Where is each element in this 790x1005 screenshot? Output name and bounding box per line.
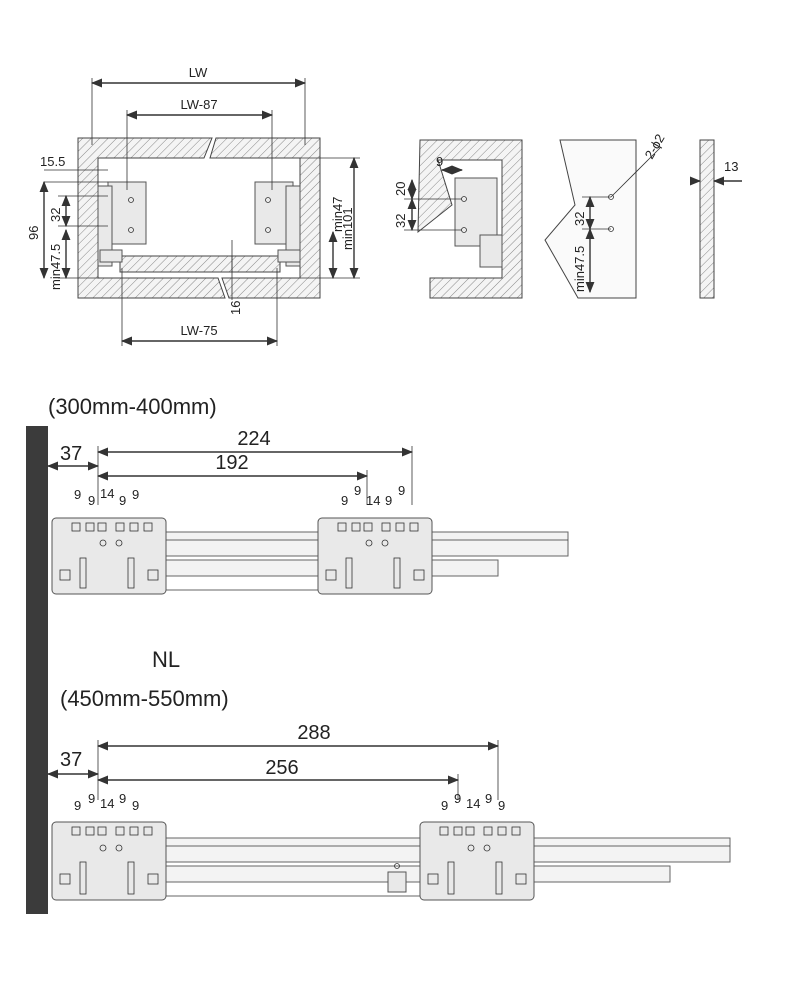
- a-rear-sp-4: 9: [398, 483, 405, 498]
- rear-dim-2phi2: 2-ϕ2: [642, 131, 668, 161]
- side-dim-20: 20: [393, 182, 408, 196]
- runner-right: [285, 185, 301, 267]
- a-rear-sp-1: 9: [354, 483, 361, 498]
- cabinet-right-wall: [209, 137, 321, 299]
- dim-min47: min47: [330, 197, 345, 232]
- b-rear-sp-0: 9: [441, 798, 448, 813]
- b-front-sp-2: 14: [100, 796, 114, 811]
- side-cabinet: [417, 139, 523, 299]
- b-dim-288: 288: [297, 722, 330, 744]
- drawer-side-left: [107, 181, 147, 245]
- a-dim-224: 224: [237, 428, 270, 450]
- b-rear-sp-4: 9: [498, 798, 505, 813]
- b-rear-bracket: [419, 821, 535, 901]
- b-front-spacings: 9 9 14 9 9: [74, 791, 139, 813]
- side-view: 9 20 32: [393, 139, 523, 299]
- b-dim-37: 37: [60, 749, 82, 771]
- drawer-bottom: [119, 255, 281, 273]
- dim-96: 96: [26, 226, 41, 240]
- dim-lw-75: LW-75: [180, 323, 217, 338]
- section-b-range: (450mm-550mm): [60, 686, 229, 711]
- dim-lw-87: LW-87: [180, 97, 217, 112]
- side-dim-32: 32: [393, 214, 408, 228]
- section-b-nl: NL: [152, 647, 180, 672]
- b-stop-clip: [387, 871, 407, 893]
- rear-dim-min47-5: min47.5: [572, 246, 587, 292]
- a-rear-bracket: [317, 517, 433, 595]
- a-front-sp-3: 9: [119, 493, 126, 508]
- side-panel: [699, 139, 715, 299]
- b-front-sp-3: 9: [119, 791, 126, 806]
- a-front-sp-0: 9: [74, 487, 81, 502]
- side-dim-9: 9: [436, 154, 443, 169]
- a-rear-sp-0: 9: [341, 493, 348, 508]
- dim-16: 16: [228, 301, 243, 315]
- section-b: NL (450mm-550mm) 37 288 256 9 9 14 9 9 9…: [46, 647, 731, 901]
- a-rear-sp-3: 9: [385, 493, 392, 508]
- panel-view: 13: [689, 139, 742, 299]
- a-front-sp-2: 14: [100, 486, 114, 501]
- b-front-sp-4: 9: [132, 798, 139, 813]
- dim-lw: LW: [189, 65, 208, 80]
- rear-view: 2-ϕ2 32 min47.5: [544, 131, 668, 299]
- b-rear-sp-3: 9: [485, 791, 492, 806]
- front-view: LW LW-87 LW-75 15.5 32 96 min47.5 min47: [26, 65, 360, 346]
- b-inner-rail: [163, 865, 671, 883]
- a-dim-192: 192: [215, 452, 248, 474]
- a-front-bracket: [51, 517, 167, 595]
- b-rear-spacings: 9 9 14 9 9: [441, 791, 505, 813]
- b-front-sp-1: 9: [88, 791, 95, 806]
- b-rear-sp-2: 14: [466, 796, 480, 811]
- a-rear-spacings: 9 9 14 9 9: [341, 483, 405, 508]
- dim-32: 32: [48, 208, 63, 222]
- a-front-sp-4: 9: [132, 487, 139, 502]
- side-runner: [479, 234, 503, 268]
- b-front-bracket: [51, 821, 167, 901]
- b-dim-256: 256: [265, 757, 298, 779]
- panel-dim-13: 13: [724, 159, 738, 174]
- section-a: (300mm-400mm) 37 224 192 9 9 14 9 9 9 9 …: [46, 394, 569, 595]
- a-rear-sp-2: 14: [366, 493, 380, 508]
- rear-dim-32: 32: [572, 212, 587, 226]
- a-dim-37: 37: [60, 443, 82, 465]
- dim-min47-5: min47.5: [48, 244, 63, 290]
- a-front-spacings: 9 9 14 9 9: [74, 486, 139, 508]
- b-rear-sp-1: 9: [454, 791, 461, 806]
- a-front-sp-1: 9: [88, 493, 95, 508]
- dim-min101: min101: [340, 207, 355, 250]
- dim-15-5: 15.5: [40, 154, 65, 169]
- cabinet-front-wall: [26, 426, 48, 914]
- section-a-range: (300mm-400mm): [48, 394, 217, 419]
- b-front-sp-0: 9: [74, 798, 81, 813]
